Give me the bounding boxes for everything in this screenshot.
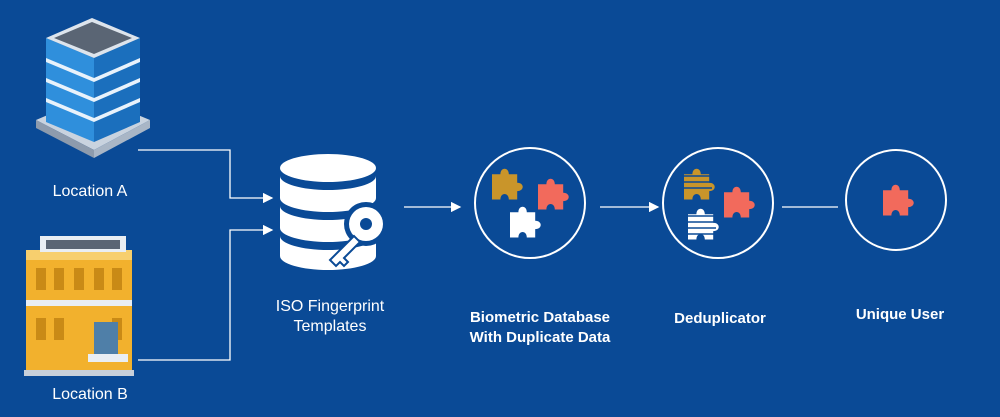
- iso-templates-line2: Templates: [293, 318, 367, 335]
- biometric-db-line1: Biometric Database: [469, 309, 611, 326]
- puzzle-pieces-icon: [682, 168, 755, 240]
- biometric-db-line2: With Duplicate Data: [469, 329, 611, 346]
- unique-user-circle: [845, 149, 947, 251]
- database-key-icon: [280, 154, 388, 270]
- connectors: [138, 149, 838, 361]
- location-b-label: Location B: [52, 386, 128, 403]
- deduplicator-circle: [662, 147, 774, 259]
- duplicate-data-circle: [474, 147, 586, 259]
- iso-templates-label: ISO Fingerprint Templates: [240, 297, 420, 337]
- office-building-icon: [36, 18, 150, 158]
- unique-user-label: Unique User: [855, 306, 945, 323]
- iso-templates-line1: ISO Fingerprint: [275, 298, 385, 315]
- school-building-icon: [24, 236, 134, 376]
- connector-location-b: [138, 224, 274, 361]
- biometric-db-label: Biometric Database With Duplicate Data: [440, 308, 640, 348]
- puzzle-pieces-icon: [492, 168, 569, 238]
- deduplicator-label: Deduplicator: [674, 310, 766, 327]
- connector-location-a: [138, 149, 274, 204]
- puzzle-piece-icon: [883, 184, 914, 216]
- location-a-label: Location A: [52, 183, 128, 200]
